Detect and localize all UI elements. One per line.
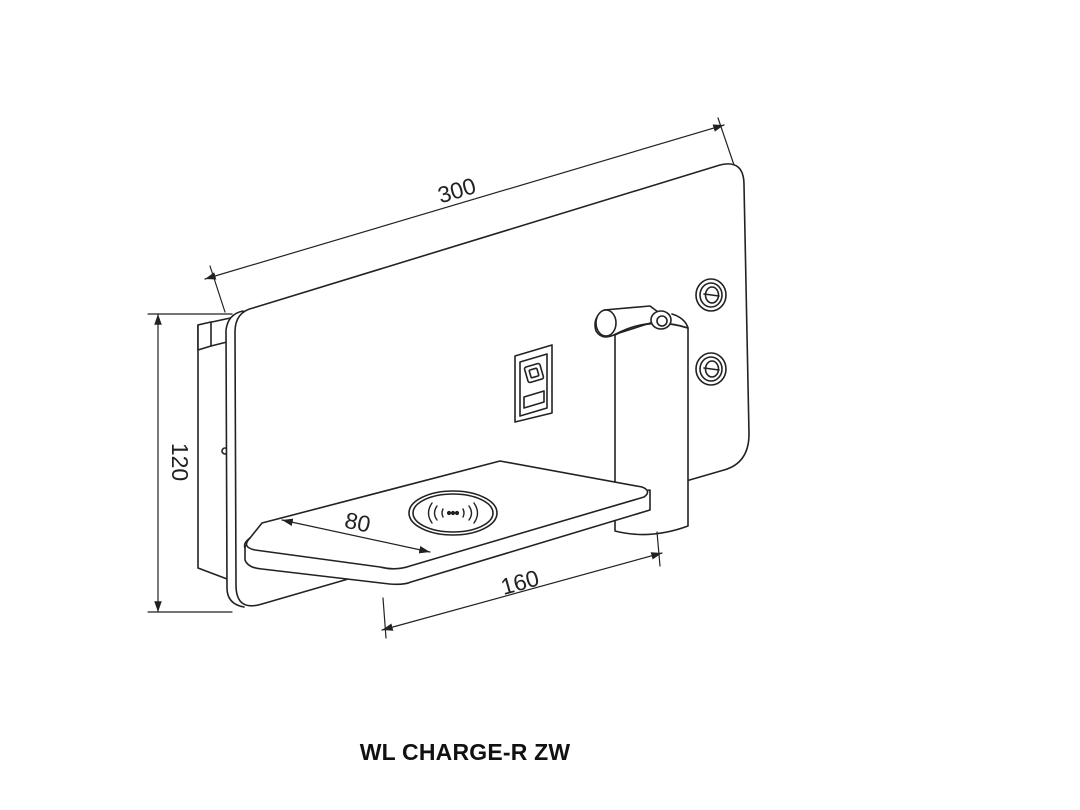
product-label: WL CHARGE-R ZW [359, 739, 571, 765]
reading-lamp [594, 305, 689, 536]
dimension-depth-label: 80 [342, 507, 372, 538]
dimension-depth-lines [281, 518, 431, 554]
dimension-shelf-width-label: 160 [498, 565, 542, 600]
dimension-width-label: 300 [435, 172, 479, 208]
wireless-charging-icon [408, 490, 498, 536]
dimension-height-label: 120 [167, 443, 193, 481]
dimension-height-lines [147, 313, 233, 613]
dimension-shelf-width-lines [381, 531, 663, 639]
rotary-switch-top [695, 278, 727, 312]
rotary-switch-bottom [695, 352, 727, 386]
dimension-width-lines [204, 117, 735, 313]
usb-port-icon [514, 344, 553, 423]
